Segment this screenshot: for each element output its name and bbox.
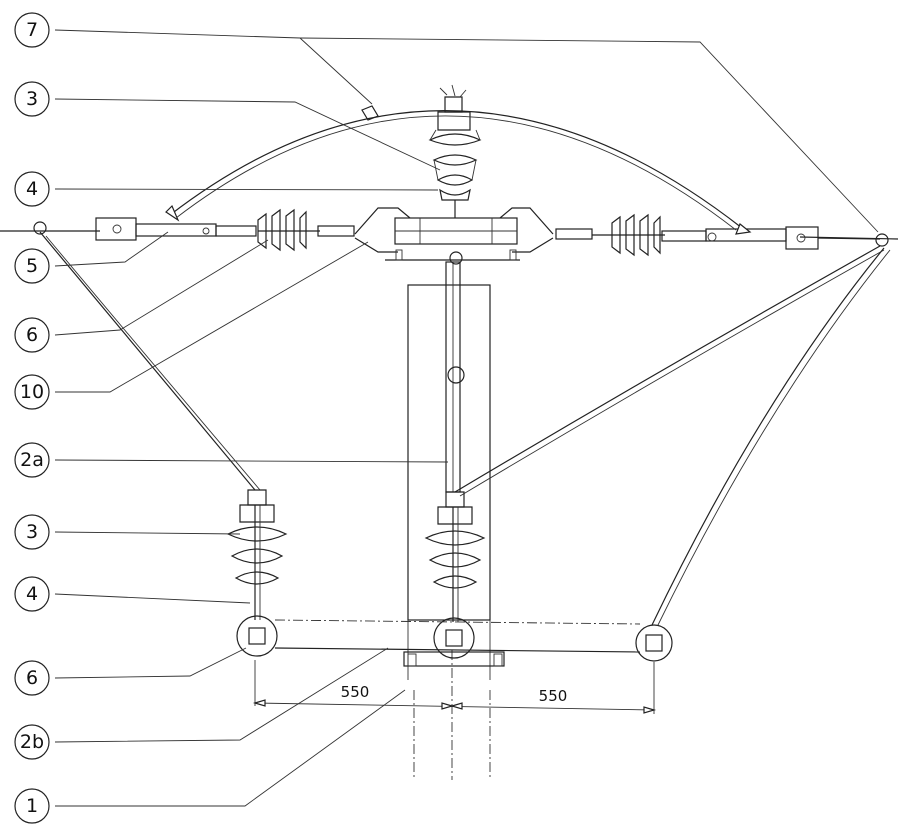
- leader-lines: [54, 29, 879, 807]
- callout-7: 7: [14, 12, 50, 48]
- callout-3-top: 3: [14, 81, 50, 117]
- center-post-insulator: [424, 491, 486, 659]
- callout-6-top: 6: [14, 317, 50, 353]
- pole: [407, 284, 491, 780]
- callout-1: 1: [14, 788, 50, 824]
- svg-text:3: 3: [26, 521, 38, 543]
- pole-top-support-2a: [445, 251, 465, 493]
- svg-text:2a: 2a: [20, 449, 44, 471]
- svg-text:7: 7: [26, 19, 38, 41]
- callout-3-bottom: 3: [14, 514, 50, 550]
- right-span-dimension: 550: [539, 687, 568, 705]
- svg-text:2b: 2b: [20, 731, 44, 753]
- svg-text:5: 5: [26, 255, 38, 277]
- svg-text:10: 10: [20, 381, 44, 403]
- callout-6-bottom: 6: [14, 660, 50, 696]
- conductor-line: [0, 221, 898, 247]
- svg-text:6: 6: [26, 667, 38, 689]
- lower-crossarm-2b: [274, 619, 641, 667]
- callout-4-bottom: 4: [14, 576, 50, 612]
- svg-text:4: 4: [26, 583, 38, 605]
- right-tension-string: [555, 213, 881, 257]
- svg-text:3: 3: [26, 88, 38, 110]
- arc-jumper-wire: [165, 105, 752, 235]
- right-clamp: [635, 624, 673, 662]
- left-tension-string: [95, 208, 355, 252]
- left-span-dimension: 550: [341, 683, 370, 701]
- callout-5: 5: [14, 248, 50, 284]
- left-post-insulator: [226, 489, 288, 657]
- dimension-lines: [252, 660, 657, 714]
- drop-wires: [39, 231, 891, 626]
- svg-text:6: 6: [26, 324, 38, 346]
- callout-10: 10: [14, 374, 50, 410]
- callout-2a: 2a: [14, 442, 50, 478]
- top-crossarm: [354, 207, 554, 261]
- callout-2b: 2b: [14, 724, 50, 760]
- callout-4-top: 4: [14, 171, 50, 207]
- svg-text:1: 1: [26, 795, 38, 817]
- top-post-insulator: [428, 84, 482, 218]
- svg-text:4: 4: [26, 178, 38, 200]
